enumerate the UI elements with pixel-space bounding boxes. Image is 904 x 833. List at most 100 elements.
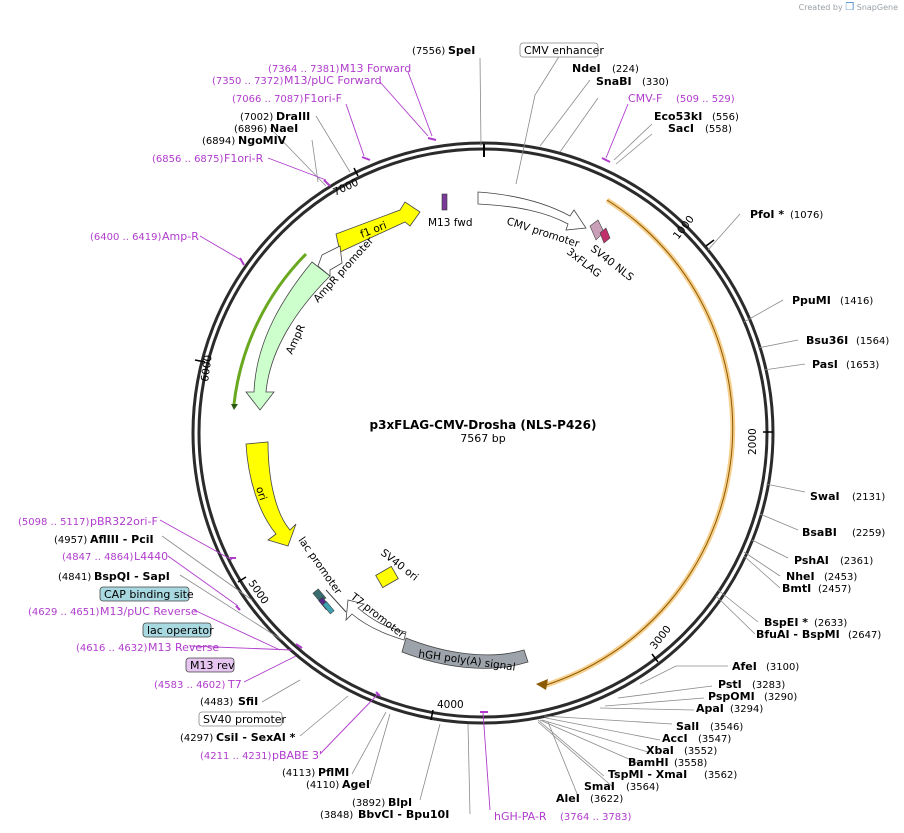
site-name-draiii: DraIII	[276, 110, 310, 123]
credit-brand: SnapGene	[856, 3, 898, 12]
primer-range-t7: (4583 .. 4602)	[154, 680, 226, 691]
primer-range-ampr: (6400 .. 6419)	[90, 232, 162, 243]
site-pos-snabi: (330)	[642, 77, 669, 88]
site-name-afliii: AflIII - PciI	[90, 533, 154, 546]
site-name-ngomiv: NgoMIV	[238, 134, 287, 147]
site-pos-sali: (3546)	[710, 722, 743, 733]
site-name-snabi: SnaBI	[596, 75, 632, 88]
primer-range-m13pucrev: (4629 .. 4651)	[28, 607, 100, 618]
site-name-pflmi: PflMI	[318, 766, 349, 779]
primer-range-pbr322: (5098 .. 5117)	[18, 517, 90, 528]
tick-4000	[430, 709, 434, 721]
site-name-alei: AleI	[556, 792, 580, 805]
hgh-polya-feature[interactable]	[401, 637, 529, 669]
primer-name-ampr: Amp-R	[162, 230, 199, 243]
site-name-naei: NaeI	[270, 122, 298, 135]
sv40-nls-feature[interactable]	[599, 227, 611, 244]
tick-5000	[237, 576, 247, 583]
tick-label-4000: 4000	[437, 699, 464, 711]
f1-ori-feature[interactable]	[335, 201, 421, 253]
primer-range-m13fwd: (7364 .. 7381)	[268, 64, 340, 75]
primer-name-pbabe: pBABE 3'	[272, 749, 322, 762]
f1-ori-label: f1 ori	[359, 219, 389, 240]
site-name-eco53ki: Eco53kI	[654, 110, 702, 123]
m13-rev-box[interactable]	[185, 657, 235, 673]
cap-binding-site-box[interactable]	[99, 586, 190, 602]
t7-promoter-feature[interactable]	[345, 599, 407, 641]
tick-label-7000: 7000	[331, 177, 360, 199]
backbone-outer	[191, 141, 775, 725]
site-name-ndei: NdeI	[572, 62, 601, 75]
site-pos-bamhi: (3558)	[674, 758, 707, 769]
cmv-enhancer-box[interactable]	[519, 42, 599, 58]
ampr-promoter-feature[interactable]	[317, 245, 343, 277]
ampr-feature[interactable]	[245, 261, 331, 411]
site-name-csii: CsiI - SexAI *	[216, 731, 296, 744]
cmv-enhancer-label: CMV enhancer	[524, 44, 604, 57]
site-name-pasi: PasI	[812, 358, 838, 371]
primer-leaders	[159, 71, 629, 811]
site-pos-bspei: (2633)	[814, 618, 847, 629]
tick-6000	[194, 359, 206, 363]
site-name-bsabi: BsaBI	[802, 526, 837, 539]
site-name-bbvci: BbvCI - Bpu10I	[358, 808, 449, 821]
primer-name-t7: T7	[227, 678, 242, 691]
drosha-orf-arrowhead	[536, 679, 548, 690]
site-pos-bfuai: (2647)	[848, 630, 881, 641]
primer-name-m13pucfwd: M13/pUC Forward	[284, 74, 382, 87]
site-pos-pasi: (1653)	[846, 360, 879, 371]
primer-name-hghpar: hGH-PA-R	[494, 810, 547, 823]
site-pos-nhei: (2453)	[824, 572, 857, 583]
lac-promoter-label: lac promoter	[296, 535, 345, 597]
site-pos-psti: (3283)	[752, 680, 785, 691]
site-name-bspei: BspEI *	[764, 616, 808, 629]
site-name-bmti: BmtI	[782, 582, 811, 595]
cap-binding-site-label: CAP binding site	[104, 588, 194, 601]
site-pos-pfoi: (1076)	[790, 210, 823, 221]
site-pos-pflmi: (4113)	[282, 768, 315, 779]
site-pos-sfii: (4483)	[200, 697, 233, 708]
site-pos-ndei: (224)	[612, 64, 639, 75]
plasmid-size: 7567 bp	[460, 432, 505, 445]
sv40-promoter-box[interactable]	[198, 711, 283, 727]
m13-rev-label: M13 rev	[190, 659, 235, 672]
sv40-ori-feature[interactable]	[375, 565, 399, 589]
site-pos-bsu36i: (1564)	[856, 336, 889, 347]
site-pos-tspmi: (3562)	[704, 770, 737, 781]
ampr-orf-line	[232, 252, 308, 405]
primer-name-l4440: L4440	[134, 550, 168, 563]
tick-label-1000: 1000	[671, 213, 697, 241]
primer-range-m13pucfwd: (7350 .. 7372)	[212, 76, 284, 87]
site-pos-ppumi: (1416)	[840, 296, 873, 307]
site-name-bspqi: BspQI - SapI	[94, 570, 170, 583]
primer-name-f1orir: F1ori-R	[224, 152, 264, 165]
site-pos-apai: (3294)	[730, 704, 763, 715]
plasmid-name: p3xFLAG-CMV-Drosha (NLS-P426)	[370, 418, 597, 432]
lac-operator-box[interactable]	[142, 622, 212, 638]
primer-range-f1orif: (7066 .. 7087)	[232, 94, 304, 105]
site-pos-saci: (558)	[705, 124, 732, 135]
m13-fwd-feature[interactable]	[441, 193, 448, 211]
tick-1000	[705, 239, 715, 247]
lac-operator-feature[interactable]	[322, 601, 335, 615]
site-name-pspomi: PspOMI	[708, 690, 755, 703]
primer-range-cmvf: (509 .. 529)	[676, 94, 735, 105]
site-name-sali: SalI	[676, 720, 699, 733]
primer-range-hghpar: (3764 .. 3783)	[560, 812, 632, 823]
snapgene-credit: Created by ❒ SnapGene	[799, 2, 898, 13]
cmv-promoter-feature[interactable]	[477, 191, 587, 231]
site-pos-draiii: (7002)	[240, 112, 273, 123]
site-pos-bbvci: (3848)	[320, 810, 353, 821]
ori-feature[interactable]	[245, 441, 297, 547]
tick-label-6000: 6000	[199, 354, 215, 382]
primer-name-pbr322: pBR322ori-F	[90, 515, 158, 528]
tick-3000	[651, 653, 659, 663]
primer-markers	[230, 137, 611, 713]
site-pos-ngomiv: (6894)	[202, 136, 235, 147]
credit-prefix: Created by	[798, 3, 843, 12]
ori-label: ori	[253, 485, 269, 502]
sv40-promoter-label: SV40 promoter	[203, 713, 287, 726]
site-name-agei: AgeI	[342, 778, 370, 791]
drosha-orf-line	[542, 199, 734, 687]
